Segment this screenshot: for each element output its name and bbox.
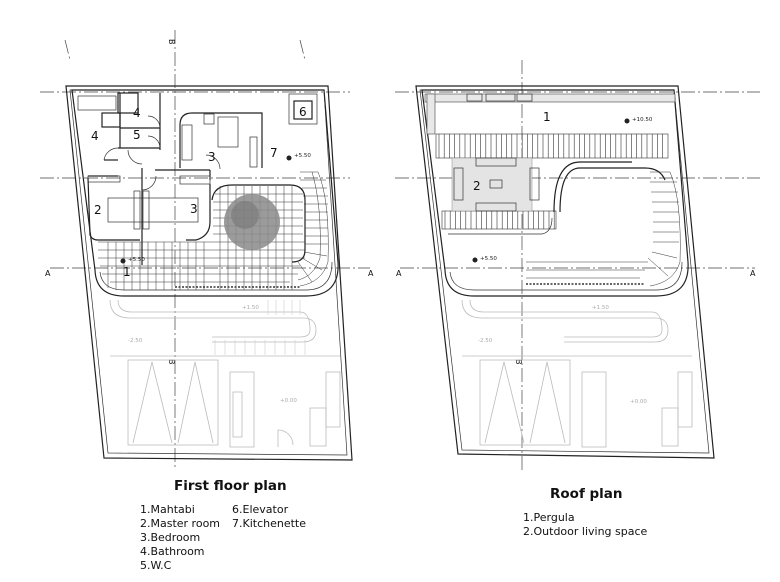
room-label: 7 [270, 146, 278, 160]
section-marker-b: B [167, 359, 176, 365]
legend-item: 5.W.C [140, 559, 172, 572]
section-marker-a: A [750, 269, 756, 278]
elevator [293, 100, 313, 120]
section-marker-a: A [45, 269, 51, 278]
level-marker-icon [120, 258, 126, 264]
roof-plan-title: Roof plan [550, 486, 623, 502]
room-label: 5 [133, 128, 141, 142]
legend-item: 1.Mahtabi [140, 503, 195, 516]
room-label: 4 [133, 106, 141, 120]
legend-item: 7.Kitchenette [232, 517, 306, 530]
section-marker-b: B [167, 39, 176, 45]
level-label: -2.50 [128, 338, 143, 344]
room-label: 2 [94, 203, 102, 217]
first-floor-title: First floor plan [174, 478, 287, 494]
level-marker-icon [624, 118, 630, 124]
room-label: 1 [123, 265, 131, 279]
floor-slab [71, 89, 339, 297]
room-label: 1 [543, 110, 551, 124]
staircase [526, 171, 681, 287]
roof-loop [553, 161, 632, 213]
level-label: +10.50 [632, 117, 653, 123]
roof-legend: 1.Pergula 2.Outdoor living space [523, 511, 648, 538]
section-marker-b: B [514, 359, 523, 365]
slab-edge [99, 261, 333, 291]
level-label: +0.00 [280, 398, 297, 404]
staircase [175, 171, 329, 288]
slab-edge [449, 261, 683, 291]
level-marker-icon [472, 257, 478, 263]
level-label: +5.50 [128, 257, 145, 263]
roof-loop [448, 217, 553, 235]
level-label: +1.50 [242, 305, 259, 311]
outdoor-furniture [453, 157, 540, 212]
lot-outline [415, 85, 715, 459]
section-marker-a: A [368, 269, 374, 278]
pergola-slats [438, 134, 663, 229]
level-label: +0.00 [630, 399, 647, 405]
roof-loop [559, 167, 666, 213]
roof-slab [421, 89, 689, 297]
room-label: 3 [190, 202, 198, 216]
legend-item: 4.Bathroom [140, 545, 205, 558]
lot-outline [65, 85, 353, 461]
room-label: 3 [208, 150, 216, 164]
parapet [424, 93, 676, 135]
room-label: 6 [299, 105, 307, 119]
first-floor-plan: A A B B +1.50 -2.50 +0.00 [40, 30, 374, 470]
room-label: 4 [91, 129, 99, 143]
room-label: 2 [473, 179, 481, 193]
level-label: +5.50 [480, 256, 497, 262]
legend-item: 3.Bedroom [140, 531, 200, 544]
legend-item: 2.Outdoor living space [523, 525, 648, 538]
ground-level-ghost [461, 299, 693, 448]
tree-icon [231, 201, 259, 229]
first-floor-legend: 1.Mahtabi 2.Master room 3.Bedroom 4.Bath… [140, 503, 306, 572]
interior-walls [77, 92, 318, 265]
ground-level-ghost [109, 299, 341, 448]
legend-item: 1.Pergula [523, 511, 575, 524]
roof-plan: A A B +1.50 -2.50 +0.00 [395, 60, 760, 470]
section-marker-a: A [396, 269, 402, 278]
legend-item: 2.Master room [140, 517, 220, 530]
level-label: +1.50 [592, 305, 609, 311]
grid-line [64, 39, 71, 61]
level-marker-icon [286, 155, 292, 161]
outdoor-living-area [451, 157, 533, 212]
level-label: +5.50 [294, 153, 311, 159]
legend-item: 6.Elevator [232, 503, 289, 516]
level-label: -2.50 [478, 338, 493, 344]
grid-line [299, 39, 306, 61]
lot-outline-inner [419, 89, 710, 454]
